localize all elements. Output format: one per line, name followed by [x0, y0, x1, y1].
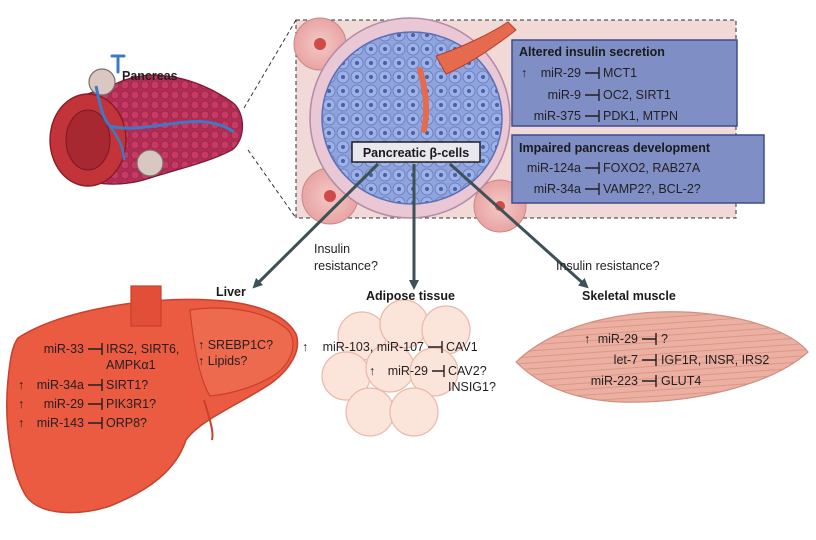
panel-pancreas-development-title: Impaired pancreas development — [519, 141, 711, 155]
panel-insulin-secretion: Altered insulin secretion ↑ miR-29 MCT1 … — [511, 39, 738, 127]
arrow-to-liver — [252, 162, 380, 289]
pancreatic-duct — [94, 85, 235, 134]
adipose-illustration — [321, 299, 471, 437]
muscle-title: Skeletal muscle — [582, 289, 676, 303]
liver-row-4-up: ↑ — [18, 416, 24, 430]
adipose-row-2-mirna: miR-29 — [388, 364, 428, 378]
development-row-1-mirna: miR-124a — [527, 161, 581, 175]
beta-cells-label-box: Pancreatic β-cells — [351, 141, 481, 163]
liver-row-2-up: ↑ — [18, 378, 24, 392]
panel-pancreas-development: Impaired pancreas development miR-124a F… — [511, 134, 765, 204]
beta-cells-label: Pancreatic β-cells — [363, 146, 469, 160]
liver-title: Liver — [216, 285, 246, 299]
muscle-row-1-targets: ? — [661, 332, 668, 346]
liver-side-lipids: ↑ Lipids? — [198, 354, 247, 368]
liver-row-1-targets-1: IRS2, SIRT6, — [106, 342, 179, 356]
islet-vessel — [435, 21, 517, 75]
liver-row-1-targets-2: AMPKα1 — [106, 358, 156, 372]
zoom-line-bottom — [247, 149, 297, 219]
liver-row-4-mirna: miR-143 — [37, 416, 84, 430]
secretion-row-3-targets: PDK1, MTPN — [603, 109, 678, 123]
liver-row-2-mirna: miR-34a — [37, 378, 84, 392]
adipose-row-1-target: CAV1 — [446, 340, 478, 354]
liver-row-4-targets: ORP8? — [106, 416, 147, 430]
insulin-resistance-left-line-1: Insulin — [314, 242, 350, 256]
secretion-row-1-up: ↑ — [521, 66, 527, 80]
muscle-row-1-mirna: miR-29 — [598, 332, 638, 346]
adipose-annotations: ↑ miR-103, miR-107 CAV1 ↑ miR-29 CAV2? I… — [302, 340, 496, 394]
hepatic-vessel — [130, 285, 162, 327]
pancreas-label: Pancreas — [122, 69, 178, 83]
insulin-resistance-left-line-2: resistance? — [314, 259, 378, 273]
muscle-row-2-mirna: let-7 — [614, 353, 638, 367]
liver-illustration — [6, 285, 299, 514]
duodenum-inner — [65, 109, 111, 171]
liver-right-lobe — [189, 307, 294, 397]
muscle-row-3-targets: GLUT4 — [661, 374, 701, 388]
muscle-annotations: ↑ miR-29 ? let-7 IGF1R, INSR, IRS2 miR-2… — [584, 332, 769, 388]
arrow-to-muscle — [448, 162, 589, 289]
duct-bulb-top — [88, 68, 116, 96]
development-row-2-mirna: miR-34a — [534, 182, 581, 196]
liver-row-3-targets: PIK3R1? — [106, 397, 156, 411]
adipose-row-2-up: ↑ — [369, 364, 375, 378]
muscle-shape — [515, 311, 809, 403]
pancreas-illustration: Pancreas — [49, 54, 244, 187]
muscle-illustration — [515, 311, 809, 403]
adipose-row-2-target-2: INSIG1? — [448, 380, 496, 394]
liver-row-3-mirna: miR-29 — [44, 397, 84, 411]
secretion-row-2-targets: OC2, SIRT1 — [603, 88, 671, 102]
development-row-2-targets: VAMP2?, BCL-2? — [603, 182, 701, 196]
adipose-title: Adipose tissue — [366, 289, 455, 303]
secretion-row-1-targets: MCT1 — [603, 66, 637, 80]
muscle-row-1-up: ↑ — [584, 332, 590, 346]
development-row-1-targets: FOXO2, RAB27A — [603, 161, 701, 175]
liver-side-srebp1c: ↑ SREBP1C? — [198, 338, 273, 352]
duct-bulb-bottom — [136, 149, 164, 177]
insulin-resistance-right: Insulin resistance? — [556, 259, 660, 273]
muscle-row-2-targets: IGF1R, INSR, IRS2 — [661, 353, 769, 367]
liver-row-1-mirna: miR-33 — [44, 342, 84, 356]
adipose-row-2-target-1: CAV2? — [448, 364, 487, 378]
adipose-row-1-mirna: miR-103, miR-107 — [323, 340, 424, 354]
secretion-row-1-mirna: miR-29 — [541, 66, 581, 80]
panel-insulin-secretion-title: Altered insulin secretion — [519, 45, 665, 59]
secretion-row-2-mirna: miR-9 — [548, 88, 581, 102]
zoom-line-top — [243, 19, 297, 109]
secretion-row-3-mirna: miR-375 — [534, 109, 581, 123]
liver-row-3-up: ↑ — [18, 397, 24, 411]
liver-annotations: miR-33 IRS2, SIRT6, AMPKα1 ↑ miR-34a SIR… — [18, 338, 273, 430]
liver-row-2-targets: SIRT1? — [106, 378, 148, 392]
adipose-row-1-up: ↑ — [302, 340, 308, 354]
muscle-row-3-mirna: miR-223 — [591, 374, 638, 388]
